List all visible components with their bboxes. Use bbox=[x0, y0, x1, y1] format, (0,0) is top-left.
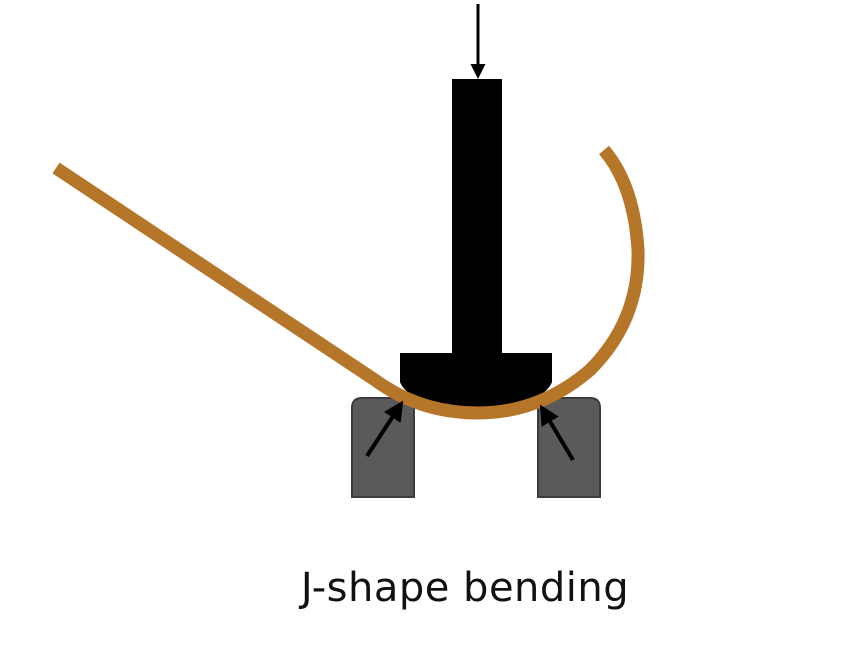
right-reaction-arrow bbox=[539, 404, 575, 462]
diagram-caption: J-shape bending bbox=[300, 565, 630, 611]
right-die bbox=[537, 397, 601, 498]
left-die bbox=[351, 397, 415, 498]
sheet-metal-plate bbox=[52, 145, 645, 420]
punch-shaft bbox=[452, 79, 502, 355]
punch-head bbox=[400, 353, 552, 407]
left-reaction-arrow bbox=[365, 400, 404, 458]
